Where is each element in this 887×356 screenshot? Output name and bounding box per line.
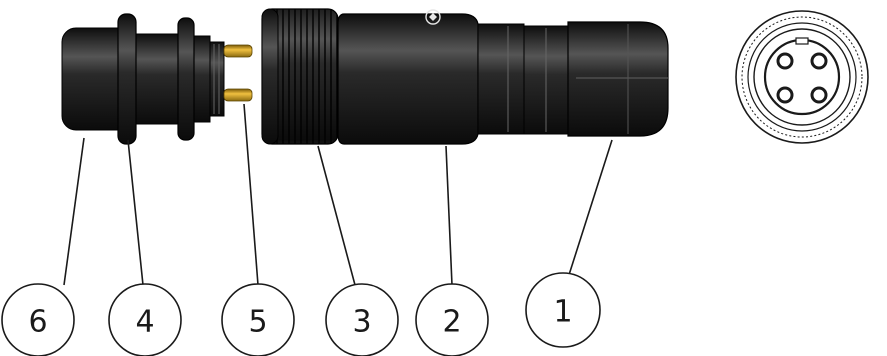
connector-housing [337,13,525,145]
leader-3 [317,145,356,286]
contact-pins [223,44,253,102]
callout-4: 4 [108,283,182,356]
leader-1 [567,139,613,279]
coupling-nut [261,8,339,145]
leader-2 [445,145,453,286]
end-view-pin-sockets [776,52,828,104]
receptacle-body [61,27,225,131]
callout-5: 5 [221,283,295,356]
callout-3: 3 [325,283,399,356]
end-view-face [735,10,869,144]
o-ring-front [117,13,137,145]
leader-5 [243,103,259,286]
leader-lines [63,103,613,286]
callout-2: 2 [415,283,489,356]
callout-label-6: 6 [28,305,47,340]
cable-gland [523,21,669,137]
callout-label-3: 3 [352,305,371,340]
callout-label-4: 4 [135,305,154,340]
callout-label-1: 1 [553,295,572,330]
callout-6: 6 [1,283,75,356]
leader-6 [63,137,85,286]
callout-1: 1 [525,272,601,348]
callout-label-2: 2 [442,305,461,340]
leader-4 [127,139,144,286]
brand-logo-mark [425,9,441,25]
o-ring-rear [177,17,195,141]
callout-label-5: 5 [248,305,267,340]
